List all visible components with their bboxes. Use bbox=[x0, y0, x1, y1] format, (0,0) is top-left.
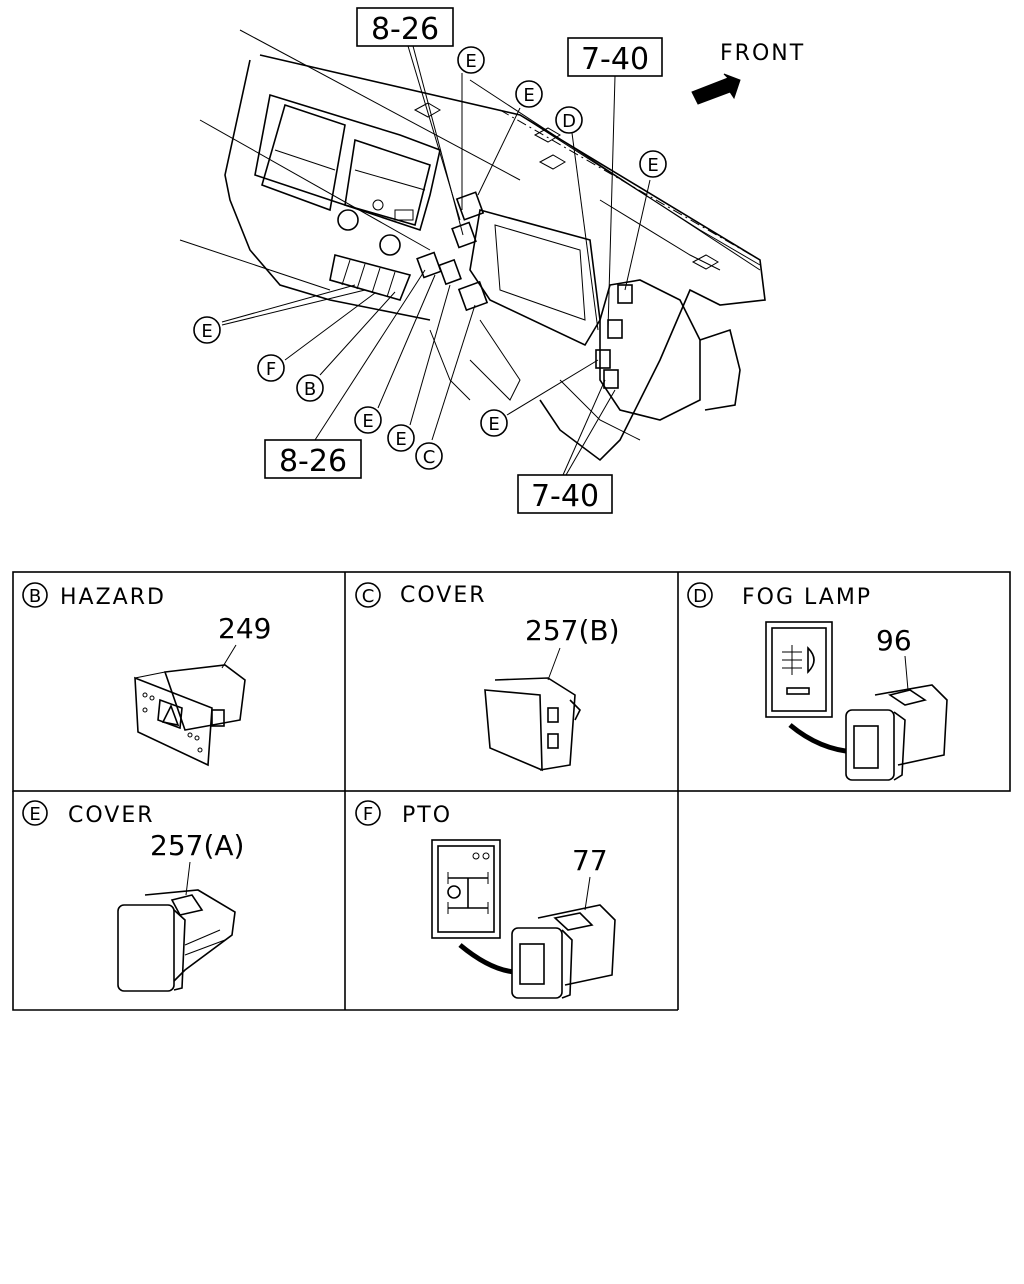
callout-e6: E bbox=[387, 424, 415, 452]
ref-box-bottom-left: 8-26 bbox=[264, 439, 362, 479]
callout-e1: E bbox=[457, 46, 485, 74]
svg-text:E: E bbox=[395, 429, 406, 450]
part-number: 96 bbox=[876, 624, 912, 657]
pointer-arrow bbox=[458, 943, 516, 975]
callout-f: F bbox=[257, 354, 285, 382]
part-number: 257(A) bbox=[150, 829, 244, 862]
cell-fog-lamp: D FOG LAMP 96 bbox=[687, 582, 948, 781]
svg-text:7-40: 7-40 bbox=[581, 42, 649, 77]
callout-e7: E bbox=[480, 409, 508, 437]
svg-text:B: B bbox=[304, 379, 316, 400]
cell-letter: D bbox=[693, 586, 707, 607]
cell-letter: C bbox=[362, 586, 375, 607]
ref-box-top-right: 7-40 bbox=[567, 37, 663, 77]
front-label: FRONT bbox=[720, 41, 805, 66]
cell-letter: B bbox=[29, 586, 41, 607]
ref-box-top-left: 8-26 bbox=[356, 7, 454, 47]
part-name: FOG LAMP bbox=[742, 585, 872, 610]
svg-text:E: E bbox=[488, 414, 499, 435]
front-direction-indicator: FRONT bbox=[691, 41, 805, 105]
callout-b: B bbox=[296, 374, 324, 402]
part-number: 249 bbox=[218, 612, 271, 645]
cover-b-icon bbox=[484, 677, 581, 772]
cell-cover-c: C COVER 257(B) bbox=[355, 582, 620, 772]
svg-text:E: E bbox=[647, 155, 658, 176]
callout-d: D bbox=[555, 106, 583, 134]
callout-e5: E bbox=[354, 406, 382, 434]
hazard-switch-icon bbox=[134, 664, 246, 767]
callout-e4: E bbox=[193, 316, 221, 344]
dashboard-overview bbox=[179, 29, 766, 462]
svg-text:7-40: 7-40 bbox=[531, 479, 599, 514]
callout-e2: E bbox=[515, 80, 543, 108]
part-name: PTO bbox=[402, 803, 452, 828]
fog-lamp-icon bbox=[765, 621, 833, 718]
svg-text:8-26: 8-26 bbox=[279, 444, 347, 479]
svg-text:C: C bbox=[423, 447, 436, 468]
leader-lines bbox=[221, 45, 651, 476]
front-arrow-icon bbox=[691, 73, 741, 105]
svg-text:E: E bbox=[362, 411, 373, 432]
part-number: 257(B) bbox=[525, 614, 620, 647]
svg-text:D: D bbox=[562, 111, 576, 132]
parts-table bbox=[12, 571, 1011, 1011]
callout-e3: E bbox=[639, 150, 667, 178]
svg-text:E: E bbox=[201, 321, 212, 342]
pto-indicator-icon bbox=[431, 839, 501, 939]
cell-letter: E bbox=[29, 804, 40, 825]
ref-box-bottom-right: 7-40 bbox=[517, 474, 613, 514]
callout-c: C bbox=[415, 442, 443, 470]
svg-text:E: E bbox=[465, 51, 476, 72]
cover-a-icon bbox=[117, 889, 236, 992]
part-name: COVER bbox=[68, 803, 155, 828]
cell-hazard: B HAZARD 249 bbox=[22, 582, 271, 767]
svg-text:F: F bbox=[266, 359, 276, 380]
cell-pto: F PTO 77 bbox=[355, 800, 616, 999]
part-name: COVER bbox=[400, 583, 487, 608]
svg-text:8-26: 8-26 bbox=[371, 12, 439, 47]
fog-lamp-switch-icon bbox=[845, 684, 948, 781]
svg-text:E: E bbox=[523, 85, 534, 106]
callouts: E E D E E F B E E C E bbox=[193, 46, 667, 470]
cell-letter: F bbox=[363, 804, 373, 825]
cell-cover-e: E COVER 257(A) bbox=[22, 800, 244, 992]
part-number: 77 bbox=[572, 844, 608, 877]
pto-switch-icon bbox=[511, 904, 616, 999]
part-name: HAZARD bbox=[60, 585, 166, 610]
